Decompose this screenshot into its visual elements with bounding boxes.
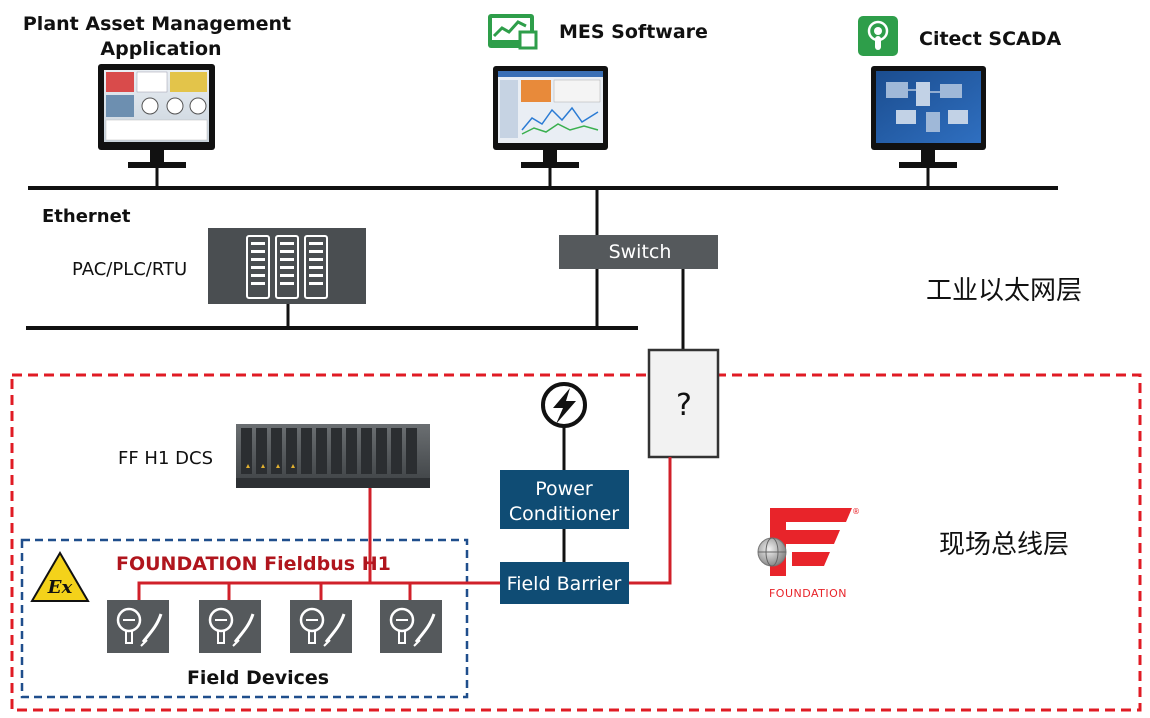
controller-rack-icon bbox=[208, 228, 366, 304]
mes-chart-icon bbox=[488, 14, 538, 50]
fieldbus-layer-boundary bbox=[10, 373, 1142, 712]
ff-h1-dcs-icon bbox=[236, 424, 430, 488]
fieldbus-layer-label: 现场总线层 bbox=[939, 530, 1069, 560]
foundation-registered-mark: ® bbox=[852, 507, 860, 516]
asset-mgmt-title-line1: Plant Asset Management bbox=[23, 13, 291, 35]
ff-h1-dcs-label: FF H1 DCS bbox=[118, 448, 213, 469]
unknown-device-label: ? bbox=[676, 388, 692, 423]
controller-label: PAC/PLC/RTU bbox=[72, 259, 187, 280]
field-device-4 bbox=[380, 600, 442, 653]
asset-mgmt-title-line2: Application bbox=[100, 38, 221, 60]
power-conditioner-label-line2: Conditioner bbox=[509, 503, 619, 525]
fieldbus-h1-wiring bbox=[137, 457, 672, 600]
ethernet-label: Ethernet bbox=[42, 206, 131, 227]
field-barrier-box bbox=[500, 562, 629, 604]
ethernet-backbone bbox=[28, 168, 1058, 236]
switch-box bbox=[559, 235, 718, 269]
power-conditioner-box bbox=[500, 470, 629, 529]
field-device-1 bbox=[107, 600, 169, 653]
foundation-logo bbox=[757, 508, 852, 576]
field-barrier-label: Field Barrier bbox=[507, 573, 622, 595]
atex-ex-symbol: Ex bbox=[47, 577, 73, 598]
industrial-ethernet-layer-label: 工业以太网层 bbox=[926, 276, 1082, 306]
mes-software-label: MES Software bbox=[559, 21, 708, 43]
unknown-device-box bbox=[647, 348, 720, 459]
controller-ethernet-segment bbox=[26, 269, 685, 350]
mes-monitor bbox=[493, 66, 608, 168]
citect-scada-icon bbox=[858, 16, 898, 56]
citect-scada-label: Citect SCADA bbox=[919, 28, 1061, 50]
atex-ex-icon bbox=[30, 551, 90, 602]
asset-mgmt-monitor bbox=[98, 64, 215, 168]
switch-label: Switch bbox=[609, 241, 672, 263]
field-device-2 bbox=[199, 600, 261, 653]
field-devices-label: Field Devices bbox=[187, 667, 329, 689]
field-device-3 bbox=[290, 600, 352, 653]
foundation-fieldbus-h1-label: FOUNDATION Fieldbus H1 bbox=[116, 553, 391, 575]
power-lightning-icon bbox=[541, 382, 587, 428]
hazardous-area-boundary bbox=[20, 538, 469, 699]
foundation-logo-text: FOUNDATION bbox=[769, 587, 847, 600]
scada-monitor bbox=[871, 66, 986, 168]
power-conditioner-label-line1: Power bbox=[535, 478, 593, 500]
